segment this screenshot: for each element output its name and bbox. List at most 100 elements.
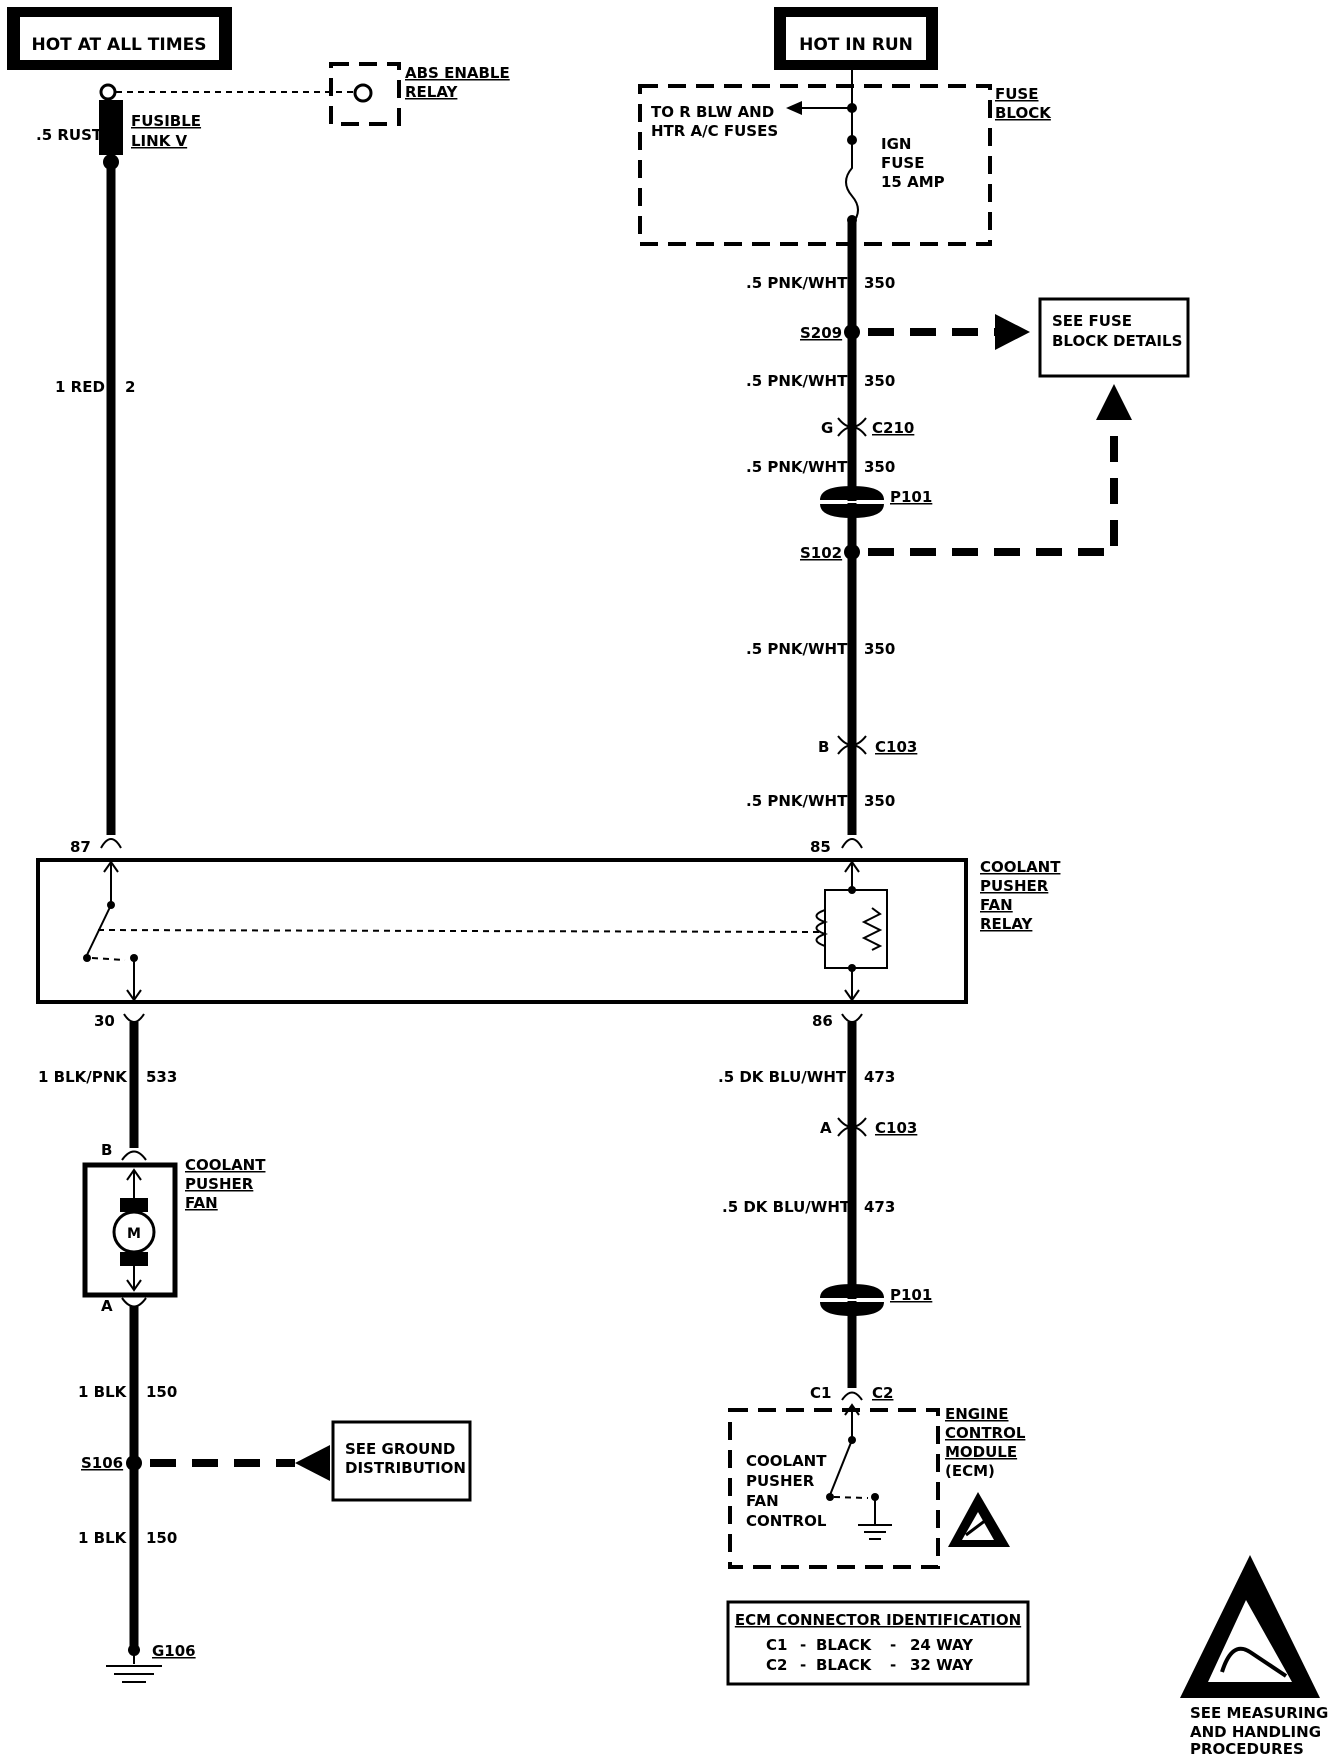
fusible-label-2: LINK V	[131, 132, 188, 150]
ground-ref-label-2: DISTRIBUTION	[345, 1459, 466, 1477]
ign-fuse-15-amp	[845, 140, 859, 225]
esd-label-3: PROCEDURES	[1190, 1740, 1304, 1754]
circuit-label-3: 350	[864, 458, 895, 476]
splice-s106-label: S106	[81, 1454, 123, 1472]
ecm-table-row1-sep: -	[800, 1636, 806, 1654]
fuse-block-label-1: FUSE	[995, 85, 1038, 103]
fan-label-3: FAN	[185, 1194, 218, 1212]
see-fuse-label-1: SEE FUSE	[1052, 312, 1132, 330]
esd-warning-small-icon	[948, 1492, 1010, 1547]
pass-through-p101-top	[820, 486, 884, 500]
pin-85-label: 85	[810, 838, 831, 856]
blkpnk-circuit-label: 533	[146, 1068, 177, 1086]
wire-label-3: .5 PNK/WHT	[746, 458, 848, 476]
fan-pin-a-label: A	[101, 1297, 113, 1315]
fuse-block	[638, 84, 992, 246]
fuse-block-label-2: BLOCK	[995, 104, 1052, 122]
ecm-c2-label: C2	[872, 1384, 893, 1402]
motor-symbol: M	[127, 1226, 141, 1242]
ecm-label-2: CONTROL	[945, 1424, 1026, 1442]
circuit-label-5: 350	[864, 792, 895, 810]
wire-label-5: .5 PNK/WHT	[746, 792, 848, 810]
to-fuses-label-2: HTR A/C FUSES	[651, 122, 778, 140]
splice-s106	[126, 1455, 142, 1471]
coolant-pusher-fan-box	[82, 1162, 178, 1298]
ecm-table-title: ECM CONNECTOR IDENTIFICATION	[735, 1611, 1021, 1629]
esd-label-1: SEE MEASURING	[1190, 1704, 1328, 1722]
red-wire-label: 1 RED	[55, 378, 105, 396]
blk-circuit-2-label: 150	[146, 1529, 177, 1547]
ecm-table-row1-color: BLACK	[816, 1636, 873, 1654]
fan-label-2: PUSHER	[185, 1175, 254, 1193]
to-fuses-label-1: TO R BLW AND	[651, 103, 774, 121]
wire-label-2: .5 PNK/WHT	[746, 372, 848, 390]
ign-fuse-label-1: IGN	[881, 135, 911, 153]
rust-wire-label: .5 RUST	[36, 126, 103, 144]
coolant-fan-control-switch	[829, 1439, 853, 1496]
pin-87-label: 87	[70, 838, 91, 856]
connector-c103-bottom-label: C103	[875, 1119, 917, 1137]
pin-g-label: G	[821, 419, 833, 437]
fusible-link	[99, 100, 123, 155]
ecm-connector-table	[726, 1600, 1030, 1686]
ecm-label-1: ENGINE	[945, 1405, 1009, 1423]
connector-c103-top-label: C103	[875, 738, 917, 756]
relay-label-3: FAN	[980, 896, 1013, 914]
circuit-label-4: 350	[864, 640, 895, 658]
ecm-table-row1-sep2: -	[890, 1636, 896, 1654]
relay-label-2: PUSHER	[980, 877, 1049, 895]
abs-enable-relay-box	[329, 62, 401, 126]
hot-at-all-times-label: HOT AT ALL TIMES	[32, 35, 207, 55]
esd-label-2: AND HANDLING	[1190, 1723, 1321, 1741]
engine-control-module-box	[728, 1408, 940, 1569]
pass-through-p101-bottom-label: P101	[890, 1286, 932, 1304]
see-fuse-label-2: BLOCK DETAILS	[1052, 332, 1182, 350]
coolant-pusher-fan-relay-box	[36, 858, 968, 1004]
ctrl-label-2: PUSHER	[746, 1472, 815, 1490]
ecm-table-row2-way: 32 WAY	[910, 1656, 974, 1674]
connector-c210-label: C210	[872, 419, 914, 437]
fusible-label-1: FUSIBLE	[131, 112, 201, 130]
circuit-label-7: 473	[864, 1198, 895, 1216]
pin-a-label: A	[820, 1119, 832, 1137]
ground-distribution-ref-box	[331, 1420, 472, 1502]
fan-pin-b-label: B	[101, 1141, 112, 1159]
ecm-label-4: (ECM)	[945, 1462, 995, 1480]
ctrl-label-4: CONTROL	[746, 1512, 827, 1530]
circuit-label-6: 473	[864, 1068, 895, 1086]
pin-30-label: 30	[94, 1012, 115, 1030]
ecm-table-row2-id: C2	[766, 1656, 787, 1674]
pin-b-label: B	[818, 738, 829, 756]
ecm-table-row1-way: 24 WAY	[910, 1636, 974, 1654]
splice-s102-label: S102	[800, 544, 842, 562]
splice-s102	[844, 544, 860, 560]
relay-label-1: COOLANT	[980, 858, 1061, 876]
ecm-table-row1-id: C1	[766, 1636, 787, 1654]
relay-armature-link	[97, 929, 821, 933]
wire-label-1: .5 PNK/WHT	[746, 274, 848, 292]
wire-label-4: .5 PNK/WHT	[746, 640, 848, 658]
fan-label-1: COOLANT	[185, 1156, 266, 1174]
blkpnk-wire-label: 1 BLK/PNK	[38, 1068, 128, 1086]
splice-s209	[844, 324, 860, 340]
abs-relay-label-1: ABS ENABLE	[405, 64, 510, 82]
blk-wire-1-label: 1 BLK	[78, 1383, 128, 1401]
ecm-table-row2-sep: -	[800, 1656, 806, 1674]
esd-warning-large-icon	[1180, 1555, 1320, 1698]
wire-label-6: .5 DK BLU/WHT	[718, 1068, 847, 1086]
ign-fuse-label-3: 15 AMP	[881, 173, 945, 191]
circuit-label-2: 350	[864, 372, 895, 390]
ground-ref-label-1: SEE GROUND	[345, 1440, 455, 1458]
ecm-c1-label: C1	[810, 1384, 831, 1402]
pin-86-label: 86	[812, 1012, 833, 1030]
hot-in-run-label: HOT IN RUN	[799, 35, 913, 55]
ctrl-label-1: COOLANT	[746, 1452, 827, 1470]
ign-fuse-label-2: FUSE	[881, 154, 924, 172]
splice-s209-label: S209	[800, 324, 842, 342]
fuse-block-details-ref-box	[1038, 297, 1190, 378]
abs-relay-label-2: RELAY	[405, 83, 459, 101]
relay-label-4: RELAY	[980, 915, 1034, 933]
pass-through-p101-top-label: P101	[890, 488, 932, 506]
blk-wire-2-label: 1 BLK	[78, 1529, 128, 1547]
